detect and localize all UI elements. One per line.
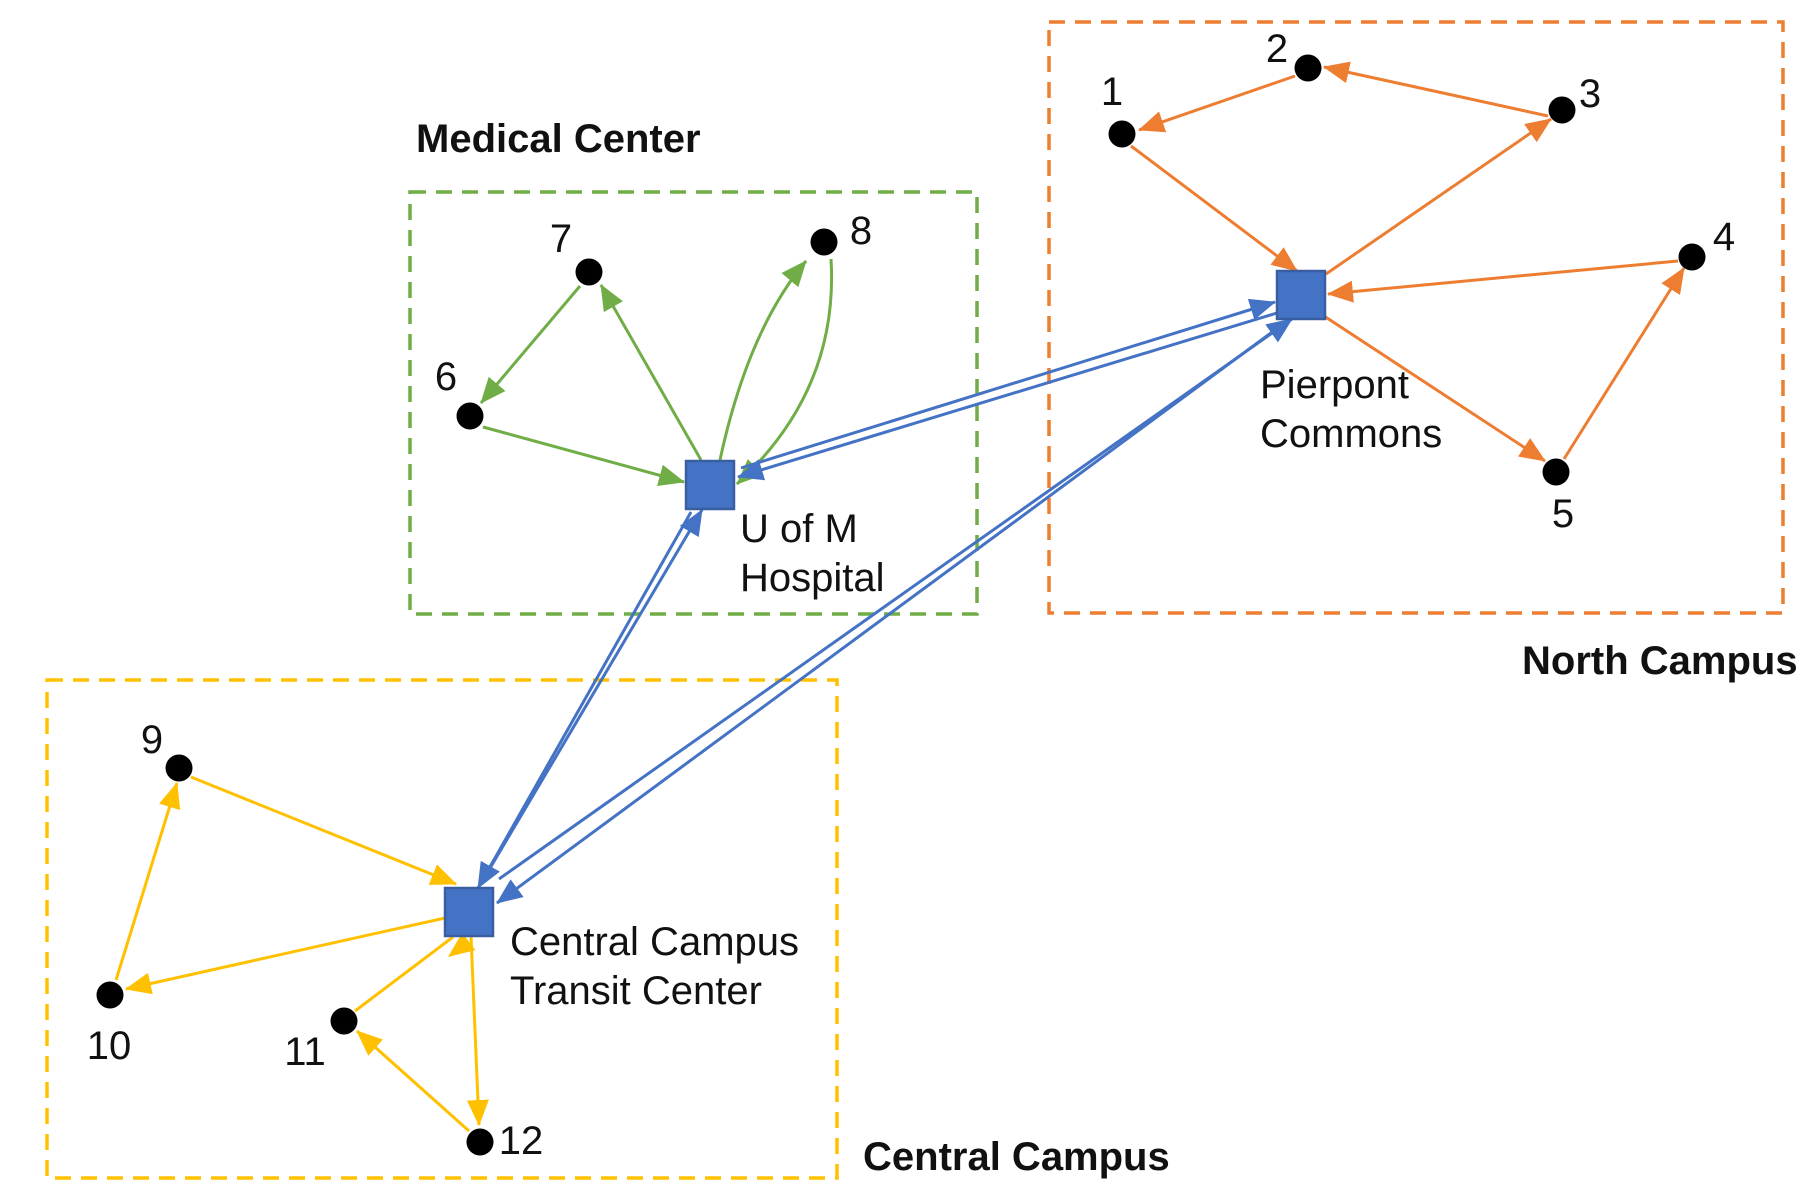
edge-pierpont-transit bbox=[496, 325, 1280, 905]
stop-node-9 bbox=[165, 754, 193, 782]
stop-node-7 bbox=[575, 258, 603, 286]
edge-hospital-8 bbox=[718, 260, 808, 461]
hub-label-pierpont-line2: Commons bbox=[1260, 412, 1442, 456]
edge-pierpont-3 bbox=[1325, 117, 1552, 276]
stop-label-3: 3 bbox=[1579, 72, 1601, 116]
hub-label-transit-line1: Central Campus bbox=[510, 920, 799, 964]
edge-hospital-pierpont bbox=[740, 298, 1276, 470]
stop-node-6 bbox=[456, 402, 484, 430]
stop-node-10 bbox=[96, 981, 124, 1009]
edge-hospital-7 bbox=[599, 284, 703, 461]
hub-label-pierpont-line1: Pierpont bbox=[1260, 363, 1409, 407]
stop-node-11 bbox=[330, 1007, 358, 1035]
stop-label-6: 6 bbox=[435, 355, 457, 399]
stop-node-2 bbox=[1294, 54, 1322, 82]
edge-transit-11 bbox=[354, 935, 454, 1013]
edge-5-4 bbox=[1562, 267, 1686, 460]
arrowhead-transit-11-head bbox=[448, 932, 476, 957]
edge-9-transit bbox=[190, 775, 457, 886]
stop-label-12: 12 bbox=[499, 1119, 544, 1163]
stop-label-7: 7 bbox=[550, 217, 572, 261]
region-box-central bbox=[45, 678, 839, 1180]
edge-transit-12 bbox=[466, 935, 489, 1126]
hub-label-hospital-line1: U of M bbox=[740, 507, 858, 551]
hub-transit bbox=[443, 886, 495, 938]
edge-2-1 bbox=[1138, 74, 1296, 133]
stop-label-10: 10 bbox=[87, 1024, 132, 1068]
edge-transit-hospital bbox=[478, 509, 704, 886]
region-box-medical bbox=[408, 190, 979, 616]
region-title-central: Central Campus bbox=[863, 1135, 1170, 1179]
stop-node-3 bbox=[1548, 96, 1576, 124]
edge-10-9 bbox=[114, 782, 181, 981]
hub-label-hospital-line2: Hospital bbox=[740, 556, 885, 600]
stop-node-4 bbox=[1678, 243, 1706, 271]
stop-label-1: 1 bbox=[1101, 70, 1123, 114]
stop-label-11: 11 bbox=[284, 1030, 326, 1074]
region-title-north: North Campus bbox=[1522, 639, 1798, 683]
stop-node-5 bbox=[1542, 458, 1570, 486]
edge-6-hospital bbox=[482, 425, 685, 487]
region-title-medical: Medical Center bbox=[416, 117, 701, 161]
edge-hospital-transit bbox=[476, 511, 693, 889]
edge-7-6 bbox=[479, 285, 582, 404]
stop-label-8: 8 bbox=[850, 209, 872, 253]
edge-pierpont-hospital bbox=[737, 311, 1278, 481]
edge-pierpont-5 bbox=[1323, 314, 1546, 463]
edge-3-2 bbox=[1323, 61, 1549, 118]
edge-1-pierpont bbox=[1130, 144, 1298, 273]
stop-label-2: 2 bbox=[1266, 27, 1288, 71]
edge-4-pierpont bbox=[1327, 259, 1679, 303]
edge-transit-10 bbox=[125, 916, 446, 995]
region-box-north bbox=[1047, 20, 1785, 615]
hub-hospital bbox=[684, 459, 736, 511]
hub-label-transit-line2: Transit Center bbox=[510, 969, 762, 1013]
stop-label-4: 4 bbox=[1713, 215, 1735, 259]
stop-node-8 bbox=[810, 228, 838, 256]
hub-pierpont bbox=[1275, 269, 1327, 321]
edge-transit-pierpont bbox=[498, 317, 1293, 881]
edge-12-11 bbox=[356, 1029, 470, 1133]
stop-label-9: 9 bbox=[141, 718, 163, 762]
stop-label-5: 5 bbox=[1552, 492, 1574, 536]
stop-node-12 bbox=[466, 1128, 494, 1156]
stop-node-1 bbox=[1108, 120, 1136, 148]
